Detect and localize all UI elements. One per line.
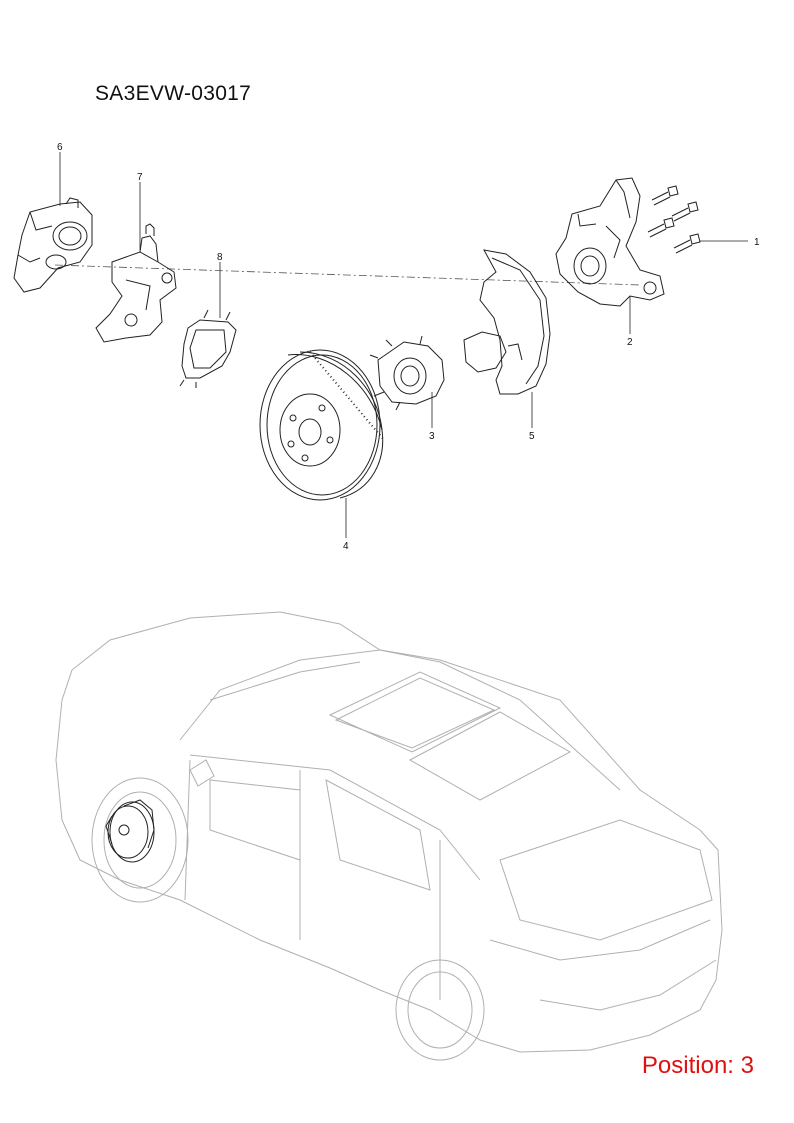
vehicle-outline-drawing (55, 611, 723, 1061)
callout-7: 7 (137, 172, 143, 183)
callout-4: 4 (343, 541, 349, 552)
steering-knuckle-drawing (555, 177, 665, 307)
callout-numbers: 1 2 3 4 5 6 7 8 (57, 142, 760, 552)
dust-shield-drawing (463, 249, 551, 395)
knuckle-bolts-drawing (647, 185, 701, 254)
position-label: Position: 3 (641, 1052, 754, 1079)
callout-8: 8 (217, 252, 223, 263)
callout-3: 3 (429, 431, 435, 442)
callout-5: 5 (529, 431, 535, 442)
caliper-bracket-drawing (95, 223, 177, 343)
brake-caliper-drawing (13, 197, 93, 293)
wheel-hub-drawing (369, 335, 445, 411)
brake-pads-drawing (179, 309, 237, 388)
vehicle-brake-highlight (105, 799, 155, 863)
callout-1: 1 (754, 237, 760, 248)
diagram-code: SA3EVW-03017 (95, 82, 252, 105)
callout-6: 6 (57, 142, 63, 153)
callout-leaders (59, 152, 748, 538)
brake-disc-drawing (259, 349, 385, 501)
callout-2: 2 (627, 337, 633, 348)
assembly-centerline (54, 264, 641, 286)
